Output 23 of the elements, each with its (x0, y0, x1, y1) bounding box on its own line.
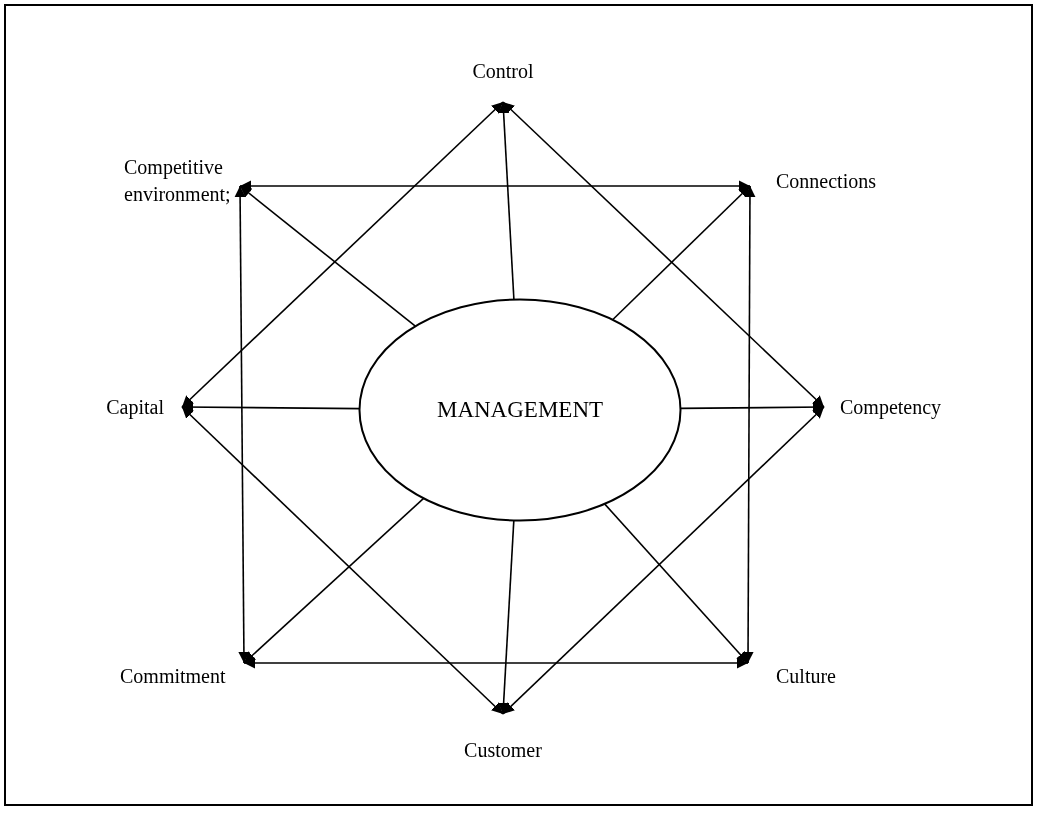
node-label: Competency (840, 394, 942, 421)
arrow (498, 101, 515, 301)
node-label: Competitive environment; (124, 155, 232, 207)
arrow (239, 185, 417, 328)
arrow (181, 406, 504, 715)
arrow (742, 185, 756, 664)
arrow (603, 503, 749, 664)
node-label: Connections (776, 168, 876, 194)
arrow (243, 657, 749, 669)
node-label: Capital (106, 394, 164, 421)
arrow (181, 101, 504, 408)
node-label: Commitment (120, 663, 226, 689)
arrow (611, 185, 751, 321)
arrow (498, 519, 515, 715)
node-label: Customer (464, 738, 542, 763)
node-label: MANAGEMENT (436, 396, 604, 425)
node-label: Culture (776, 663, 836, 689)
arrow (502, 406, 825, 715)
arrow (502, 101, 825, 408)
node-label: Control (472, 59, 534, 84)
arrow (234, 185, 250, 664)
arrow (239, 180, 751, 192)
arrow (243, 497, 425, 664)
